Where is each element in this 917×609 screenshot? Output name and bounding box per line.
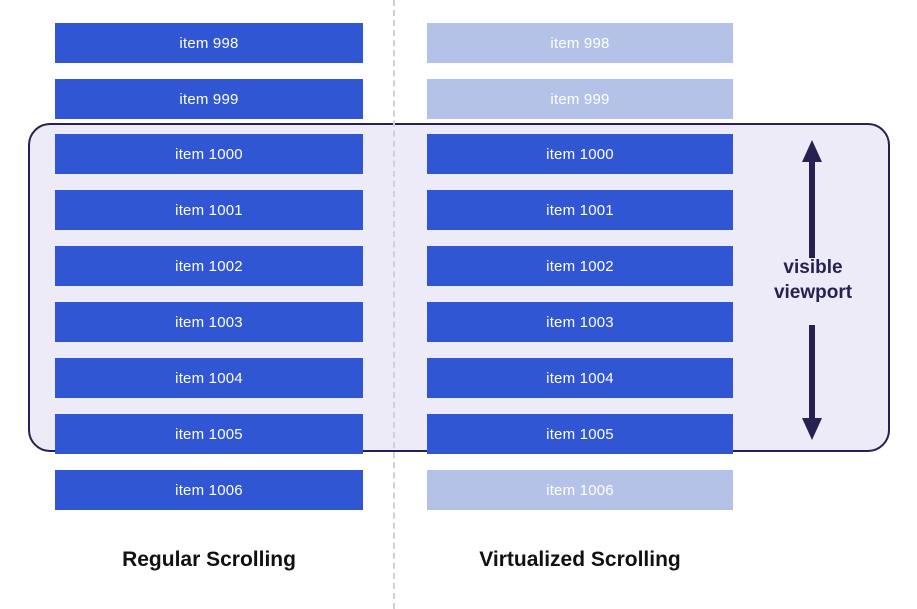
list-item[interactable]: item 1006: [55, 470, 363, 510]
list-item[interactable]: item 1006: [427, 470, 733, 510]
visible-viewport-label-line1: visible: [783, 257, 843, 278]
visible-viewport-label: visible viewport: [740, 255, 886, 305]
viewport-extent-arrow: [802, 140, 822, 440]
list-item[interactable]: item 999: [55, 79, 363, 119]
list-item[interactable]: item 1001: [427, 190, 733, 230]
list-item[interactable]: item 1004: [427, 358, 733, 398]
list-item[interactable]: item 1001: [55, 190, 363, 230]
list-item[interactable]: item 998: [55, 23, 363, 63]
list-item[interactable]: item 998: [427, 23, 733, 63]
list-item[interactable]: item 1005: [427, 414, 733, 454]
panel-divider: [393, 0, 395, 609]
caption-regular-scrolling: Regular Scrolling: [122, 548, 296, 571]
double-headed-arrow-icon: [802, 140, 822, 440]
list-item[interactable]: item 1000: [55, 134, 363, 174]
visible-viewport-label-line2: viewport: [773, 282, 853, 304]
list-item[interactable]: item 1003: [427, 302, 733, 342]
list-item[interactable]: item 1000: [427, 134, 733, 174]
caption-virtualized-scrolling: Virtualized Scrolling: [479, 548, 681, 571]
list-item[interactable]: item 1003: [55, 302, 363, 342]
list-item[interactable]: item 999: [427, 79, 733, 119]
list-item[interactable]: item 1004: [55, 358, 363, 398]
list-item[interactable]: item 1005: [55, 414, 363, 454]
list-item[interactable]: item 1002: [427, 246, 733, 286]
list-item[interactable]: item 1002: [55, 246, 363, 286]
